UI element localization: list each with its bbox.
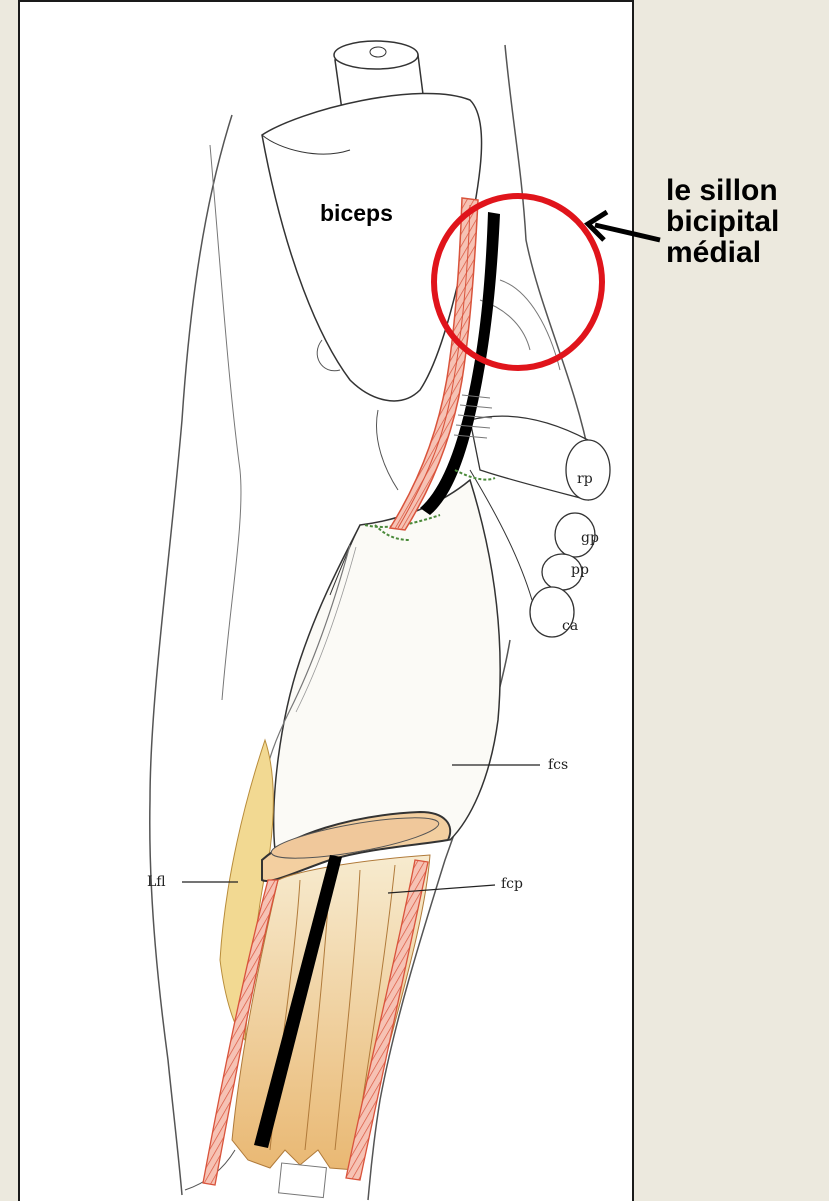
biceps-muscle: [262, 93, 482, 400]
sillon-bicipital-label: le sillon bicipital médial: [666, 175, 779, 268]
pp-label: pp: [571, 562, 589, 578]
ca-label: ca: [562, 618, 578, 634]
fcs-label: fcs: [548, 757, 568, 773]
arm-outline-right: [505, 45, 590, 460]
gp-label: gp: [581, 530, 599, 546]
fcp-label: fcp: [501, 876, 523, 892]
arm-outline-left: [150, 115, 232, 1195]
rp-cylinder: [566, 440, 610, 500]
rp-label: rp: [577, 471, 593, 487]
arm-outline-inner-left: [210, 145, 241, 700]
biceps-label: biceps: [320, 200, 393, 227]
lfl-label: Lfl: [147, 874, 166, 890]
